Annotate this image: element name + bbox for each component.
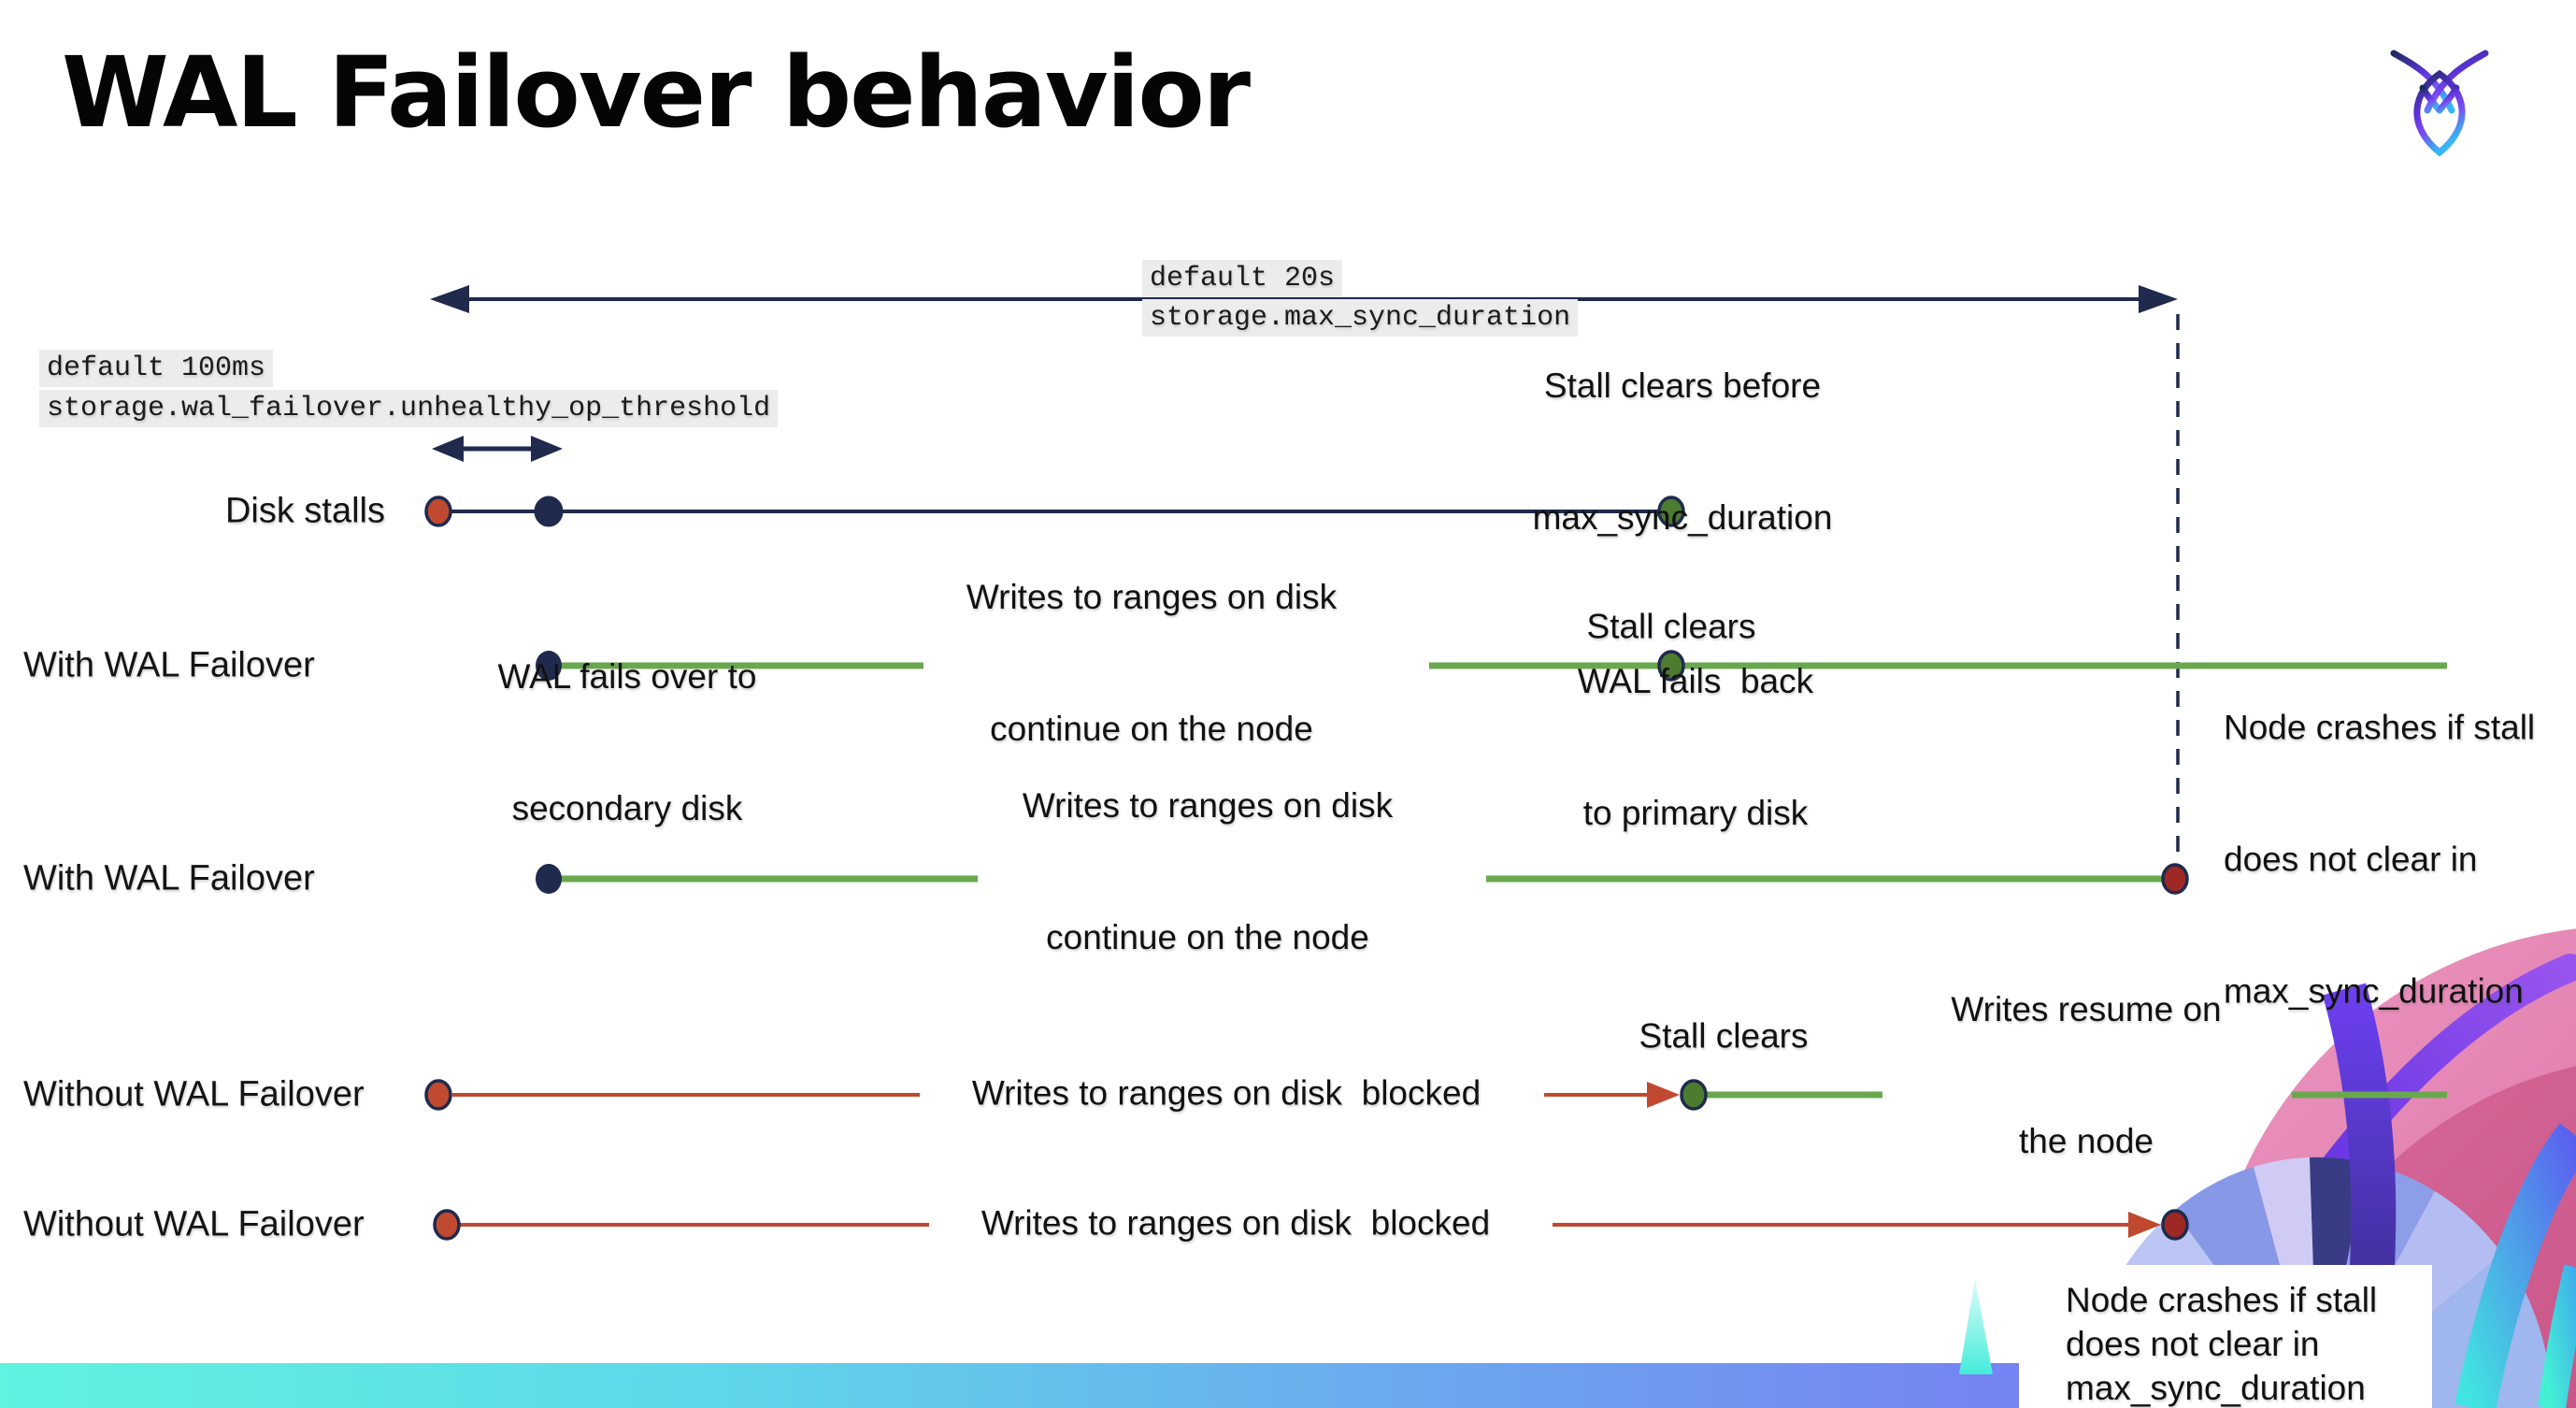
threshold-right-arrowhead	[531, 436, 563, 462]
crash-note-line2: does not clear in	[2066, 1325, 2320, 1363]
writes-resume-line2: the node	[2018, 1122, 2154, 1160]
node-crashes-1-line2: does not clear in	[2224, 840, 2478, 879]
threshold-default-label: default 100ms	[39, 350, 274, 387]
fails-back-line1: WAL fails back	[1577, 662, 1814, 700]
writes-continue-1-line2: continue on the node	[990, 710, 1313, 748]
no-failover-stall-clears-dot	[1680, 1079, 1708, 1111]
row-label-with-failover-1: With WAL Failover	[23, 645, 315, 685]
fails-over-line1: WAL fails over to	[497, 657, 757, 696]
writes-blocked-note-1: Writes to ranges on disk blocked	[971, 1073, 1481, 1113]
writes-blocked-note-2: Writes to ranges on disk blocked	[980, 1203, 1491, 1243]
stall-clears-note-1: Stall clears	[1586, 607, 1756, 646]
disk-stall-threshold-dot	[534, 496, 564, 527]
row-label-disk-stalls: Disk stalls	[224, 491, 385, 531]
stall-clears-before-note: Stall clears before max_sync_duration	[1533, 276, 1833, 627]
crash-note-line3: max_sync_duration	[2066, 1369, 2366, 1407]
no-failover-arrowhead	[1647, 1082, 1680, 1108]
writes-resume-note: Writes resume on the node	[1951, 899, 2221, 1251]
writes-continue-2-line1: Writes to ranges on disk	[1022, 786, 1394, 825]
stall-clears-before-line1: Stall clears before	[1543, 366, 1822, 405]
no-failover-start-dot	[424, 1079, 452, 1111]
writes-resume-line1: Writes resume on	[1951, 990, 2222, 1028]
max-sync-left-arrowhead	[430, 285, 469, 313]
row-label-without-failover-2: Without WAL Failover	[23, 1204, 365, 1244]
cockroachdb-logo-icon	[2390, 50, 2489, 157]
crash-note-line1: Node crashes if stall	[2066, 1281, 2378, 1319]
writes-continue-1-line1: Writes to ranges on disk	[966, 578, 1338, 616]
max-sync-setting-label: storage.max_sync_duration	[1142, 299, 1579, 337]
fails-back-note: WAL fails back to primary disk	[1578, 571, 1813, 923]
max-sync-right-arrowhead	[2139, 285, 2178, 313]
no-failover-crash-start-dot	[433, 1209, 461, 1241]
node-crashes-note-1: Node crashes if stall does not clear in …	[2224, 618, 2535, 1101]
row-label-with-failover-2: With WAL Failover	[23, 858, 315, 898]
fails-over-line2: secondary disk	[511, 789, 743, 827]
threshold-left-arrowhead	[432, 436, 464, 462]
page-title: WAL Failover behavior	[62, 36, 1251, 150]
node-crashes-1-line1: Node crashes if stall	[2224, 708, 2536, 747]
fails-over-note: WAL fails over to secondary disk	[498, 567, 757, 918]
writes-continue-note-1: Writes to ranges on disk continue on the…	[966, 487, 1337, 839]
writes-continue-2-line2: continue on the node	[1046, 918, 1369, 956]
fails-back-line2: to primary disk	[1582, 794, 1809, 832]
threshold-setting-label: storage.wal_failover.unhealthy_op_thresh…	[39, 390, 779, 427]
disk-stall-start-dot	[424, 496, 452, 527]
stall-clears-note-2: Stall clears	[1639, 1016, 1809, 1056]
row-label-without-failover-1: Without WAL Failover	[23, 1074, 365, 1114]
crash-note-box: Node crashes if stall does not clear in …	[2019, 1265, 2432, 1408]
crash-note-text: Node crashes if stall does not clear in …	[2019, 1265, 2432, 1408]
writes-continue-note-2: Writes to ranges on disk continue on the…	[1023, 696, 1393, 1047]
max-sync-default-label: default 20s	[1142, 260, 1343, 297]
stall-clears-before-line2: max_sync_duration	[1532, 498, 1833, 537]
node-crashes-1-line3: max_sync_duration	[2224, 971, 2524, 1011]
